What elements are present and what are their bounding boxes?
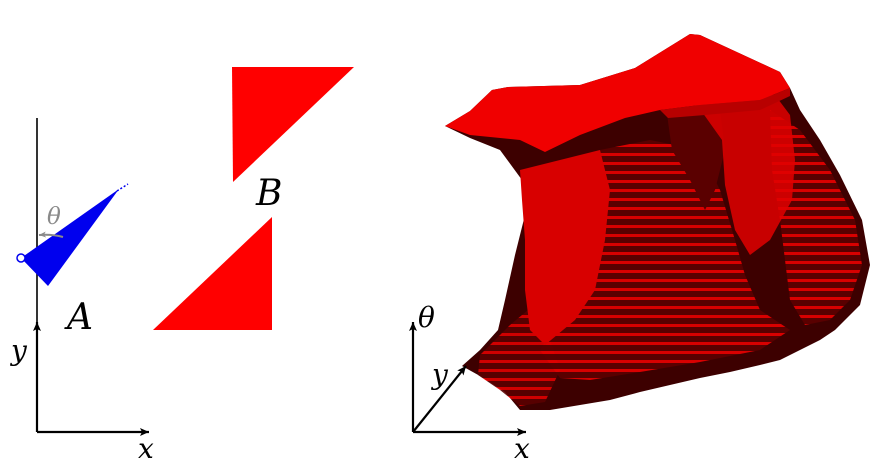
workspace-diagram: θ A B y x <box>9 67 354 465</box>
robot-dotted-tip <box>116 183 129 192</box>
angle-arrow <box>38 231 64 238</box>
obstacle-upper-triangle <box>232 67 354 182</box>
angle-label: θ <box>47 204 61 230</box>
cspace-striped-center <box>540 140 790 380</box>
cspace-left-wall <box>520 150 610 345</box>
axis-theta-label: θ <box>418 301 435 334</box>
axis-x-label: x <box>138 432 154 465</box>
axis-y-label-3d: y <box>430 358 449 391</box>
region-b-label: B <box>255 173 282 214</box>
robot-triangle <box>21 189 119 286</box>
axis-y-label: y <box>9 334 28 367</box>
axis-y-arrow-3d <box>412 365 467 433</box>
cspace-right-wall <box>690 95 795 255</box>
obstacle-lower-triangle <box>153 217 272 330</box>
region-a-label: A <box>64 297 93 338</box>
configuration-space-render: θ y x <box>409 34 870 465</box>
axis-x-label-3d: x <box>514 432 530 465</box>
cspace-top-face <box>445 34 790 152</box>
robot-pivot <box>16 253 26 263</box>
cspace-top-ridge <box>660 88 790 118</box>
